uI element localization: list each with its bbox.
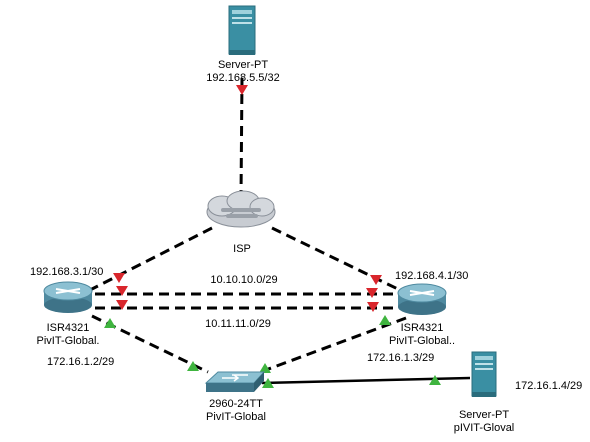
link-down-marker <box>370 275 382 285</box>
link-up-marker <box>104 318 116 328</box>
server-top-model-label: Server-PT <box>217 59 269 71</box>
link-up-marker <box>262 378 274 388</box>
router-icon[interactable] <box>397 283 447 315</box>
router-icon[interactable] <box>43 281 93 313</box>
link-up-marker <box>379 315 391 325</box>
link-down-marker <box>366 288 378 298</box>
cable-server-isp[interactable] <box>239 77 244 198</box>
server-icon[interactable] <box>471 351 497 397</box>
right-router-wan-ip: 192.168.4.1/30 <box>395 270 469 282</box>
cloud-icon[interactable] <box>206 190 276 228</box>
left-router-wan-ip: 192.168.3.1/30 <box>30 266 104 278</box>
link-down-marker <box>116 300 128 310</box>
isp-label: ISP <box>233 243 251 255</box>
right-router-name-label: PivIT-Global.. <box>388 335 456 347</box>
link-bottom-network-label: 10.11.11.0/29 <box>205 318 271 330</box>
switch-name-label: PivIT-Global <box>206 411 266 423</box>
cable-right-router-switch[interactable] <box>254 316 407 376</box>
left-router-name-label: PivIT-Global. <box>36 335 100 347</box>
cable-isp-left-router[interactable] <box>89 226 213 292</box>
link-down-marker <box>236 85 248 95</box>
right-router-lan-ip: 172.16.1.3/29 <box>367 352 435 364</box>
right-router-model-label: ISR4321 <box>400 322 444 334</box>
link-down-marker <box>367 302 379 312</box>
link-down-marker <box>113 273 125 283</box>
server-top-ip-label: 192.168.5.5/32 <box>206 72 280 84</box>
link-up-marker <box>187 361 199 371</box>
link-top-network-label: 10.10.10.0/29 <box>210 274 278 286</box>
link-up-marker <box>429 375 441 385</box>
server-right-model-label: Server-PT <box>458 409 510 421</box>
server-icon[interactable] <box>228 5 256 55</box>
server-right-name-label: pIVIT-Gloval <box>453 422 515 434</box>
left-router-model-label: ISR4321 <box>46 322 90 334</box>
switch-model-label: 2960-24TT <box>209 398 263 410</box>
switch-icon[interactable] <box>204 371 266 392</box>
link-up-marker <box>259 363 271 373</box>
left-router-lan-ip: 172.16.1.2/29 <box>47 356 115 368</box>
link-down-marker <box>116 286 128 296</box>
server-right-ip-label: 172.16.1.4/29 <box>515 380 583 392</box>
cable-isp-right-router[interactable] <box>271 226 405 294</box>
